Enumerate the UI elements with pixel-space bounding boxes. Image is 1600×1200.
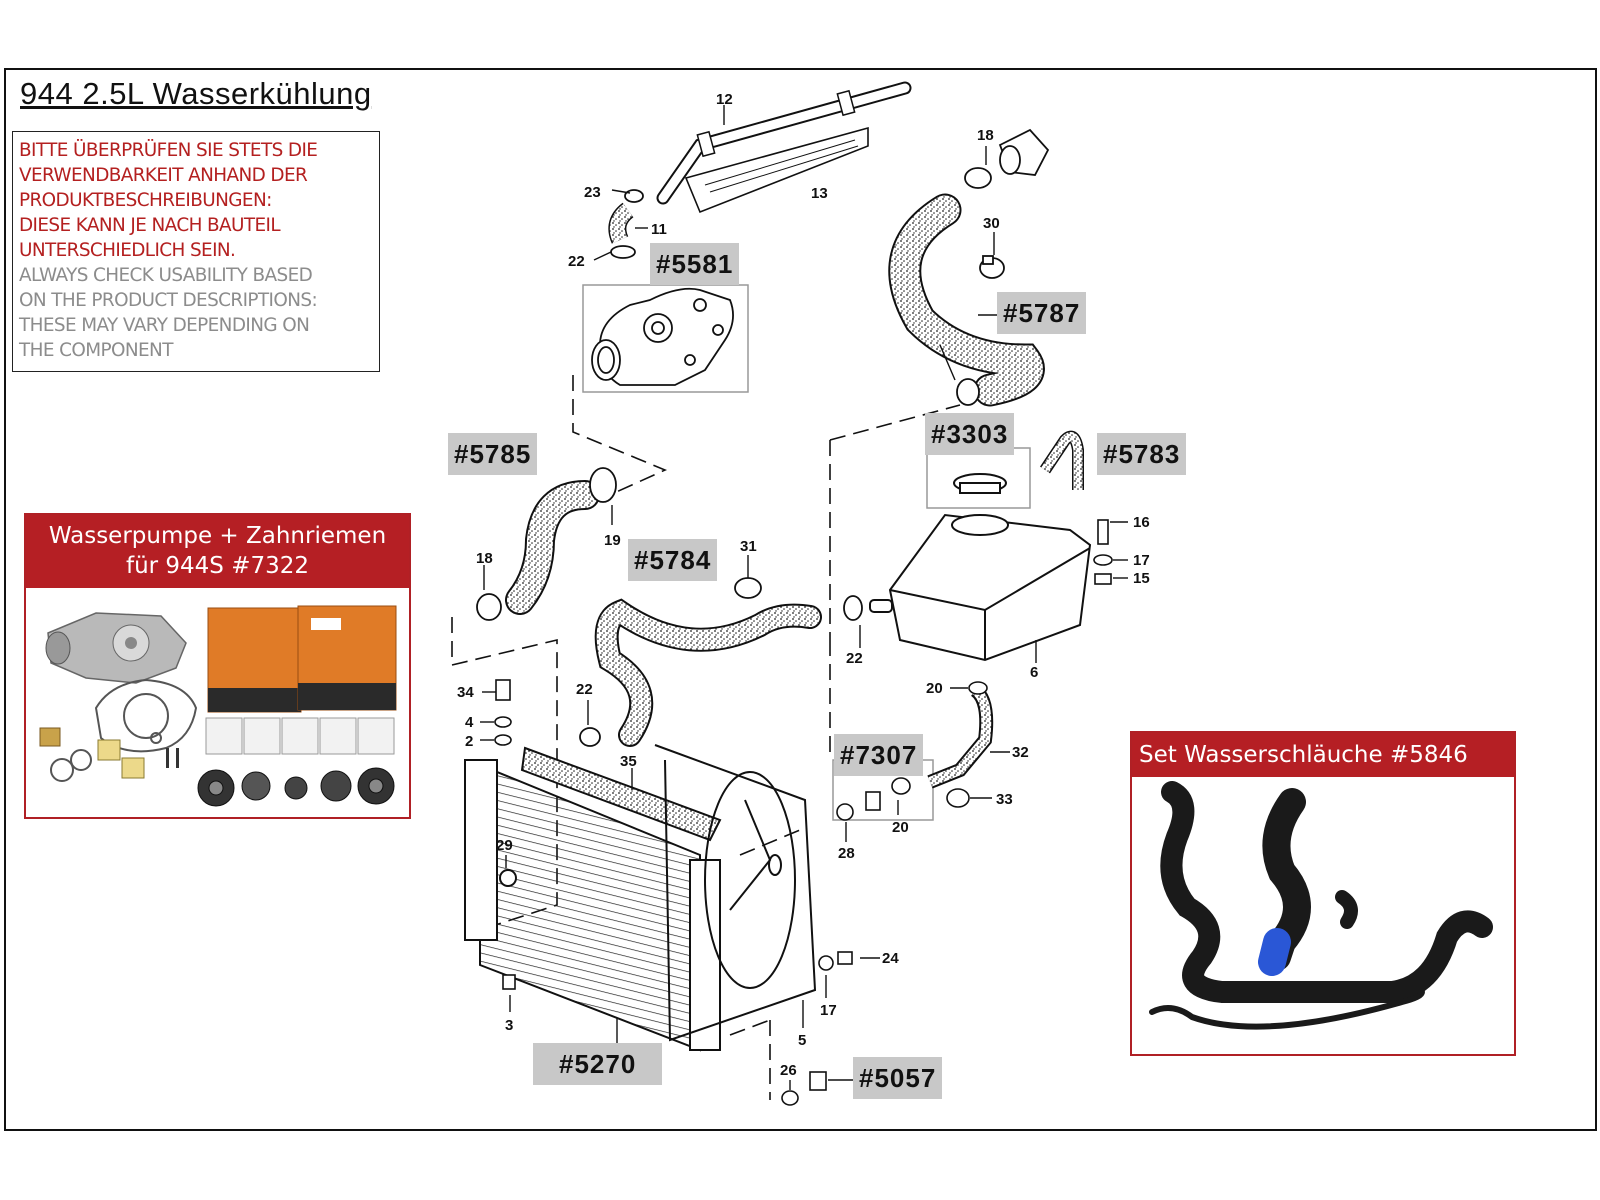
part-number: 2 <box>465 733 473 750</box>
hose-5785 <box>476 467 617 621</box>
ref-5784: #5784 <box>628 539 718 581</box>
ref-7307: #7307 <box>834 734 924 776</box>
part-number: 33 <box>996 791 1013 808</box>
roller-box-icons <box>205 717 395 755</box>
vent-hose-5783 <box>1040 430 1084 490</box>
part-number: 23 <box>584 184 601 201</box>
part-number: 22 <box>568 253 585 270</box>
part-number: 24 <box>882 950 899 967</box>
part-number: 18 <box>476 550 493 567</box>
page-title: 944 2.5L Wasserkühlung <box>20 76 372 111</box>
notice-de-line: DIESE KANN JE NACH BAUTEIL <box>19 215 281 236</box>
notice-de-line: BITTE ÜBERPRÜFEN SIE STETS DIE <box>19 140 318 161</box>
ref-5057: #5057 <box>853 1057 943 1099</box>
ref-5785: #5785 <box>448 433 538 475</box>
part-number: 32 <box>1012 744 1029 761</box>
part-number: 22 <box>846 650 863 667</box>
promo-hose-set-header: Set Wasserschläuche #5846 <box>1132 733 1514 777</box>
leader-lines <box>480 105 1128 1090</box>
belt-box-icon <box>207 605 397 713</box>
expansion-tank-6 <box>869 473 1092 662</box>
part-number: 31 <box>740 538 757 555</box>
hose-set-photo <box>1149 781 1493 1030</box>
part-number: 22 <box>576 681 593 698</box>
notice-de-line: PRODUKTBESCHREIBUNGEN: <box>19 190 272 211</box>
part-number: 34 <box>457 684 474 701</box>
part-number: 35 <box>620 753 637 770</box>
notice-en-line: ON THE PRODUCT DESCRIPTIONS: <box>19 290 318 311</box>
notice-en-line: THE COMPONENT <box>19 340 173 361</box>
part-number: 5 <box>798 1032 806 1049</box>
radiator-5270 <box>464 746 722 1052</box>
part-number: 16 <box>1133 514 1150 531</box>
tank-fasteners <box>1093 519 1113 585</box>
part-number: 30 <box>983 215 1000 232</box>
thermostat-housing <box>998 128 1050 176</box>
hose-11 <box>608 189 644 259</box>
gasket-icon <box>50 678 198 782</box>
notice-de-line: UNTERSCHIEDLICH SEIN. <box>19 240 236 261</box>
diagram-frame <box>4 68 1597 1131</box>
heat-shield-13 <box>684 126 869 214</box>
promo-pump-kit[interactable]: Wasserpumpe + Zahnriemen für 944S #7322 <box>24 513 411 819</box>
part-number: 20 <box>926 680 943 697</box>
notice-de-line: VERWENDBARKEIT ANHAND DER <box>19 165 308 186</box>
water-pump-icon <box>45 612 187 684</box>
part-number: 13 <box>811 185 828 202</box>
hose-set-icon <box>1149 781 1493 1030</box>
part-number: 19 <box>604 532 621 549</box>
ref-3303: #3303 <box>925 413 1015 455</box>
fan-shroud <box>654 744 817 1042</box>
water-pump-5581 <box>591 287 734 386</box>
ref-5581: #5581 <box>650 243 740 285</box>
part-number: 17 <box>1133 552 1150 569</box>
upper-hose-5787 <box>888 167 1045 407</box>
pump-kit-photo <box>39 605 397 807</box>
promo-pump-kit-line2: für 944S #7322 <box>125 553 310 579</box>
bypass-pipe-12 <box>656 81 912 205</box>
thermostat-icon <box>39 727 179 779</box>
hose-5784 <box>579 577 863 747</box>
clamp-30 <box>979 255 1005 279</box>
notice-en-line: ALWAYS CHECK USABILITY BASED <box>19 265 313 286</box>
part-number-labels: 12 13 23 11 22 18 30 19 18 31 16 17 15 2… <box>457 91 1150 1079</box>
notice-en-line: THESE MAY VARY DEPENDING ON <box>19 315 310 336</box>
part-number: 29 <box>496 837 513 854</box>
part-number: 26 <box>780 1062 797 1079</box>
small-fittings <box>494 679 994 1106</box>
part-number: 12 <box>716 91 733 108</box>
part-number: 15 <box>1133 570 1150 587</box>
ref-5787: #5787 <box>997 292 1087 334</box>
part-number: 18 <box>977 127 994 144</box>
promo-hose-set[interactable]: Set Wasserschläuche #5846 <box>1130 731 1516 1056</box>
part-number: 4 <box>465 714 474 731</box>
part-number: 11 <box>651 221 667 238</box>
ref-5783: #5783 <box>1097 433 1187 475</box>
usability-notice: BITTE ÜBERPRÜFEN SIE STETS DIE VERWENDBA… <box>12 131 380 372</box>
ref-5270: #5270 <box>533 1043 663 1085</box>
part-number: 6 <box>1030 664 1038 681</box>
part-number: 20 <box>892 819 909 836</box>
promo-pump-kit-header: Wasserpumpe + Zahnriemen für 944S #7322 <box>26 515 409 588</box>
roller-icons <box>197 767 395 807</box>
promo-pump-kit-line1: Wasserpumpe + Zahnriemen <box>48 523 387 549</box>
part-number: 28 <box>838 845 855 862</box>
part-number: 3 <box>505 1017 513 1034</box>
part-number: 17 <box>820 1002 837 1019</box>
